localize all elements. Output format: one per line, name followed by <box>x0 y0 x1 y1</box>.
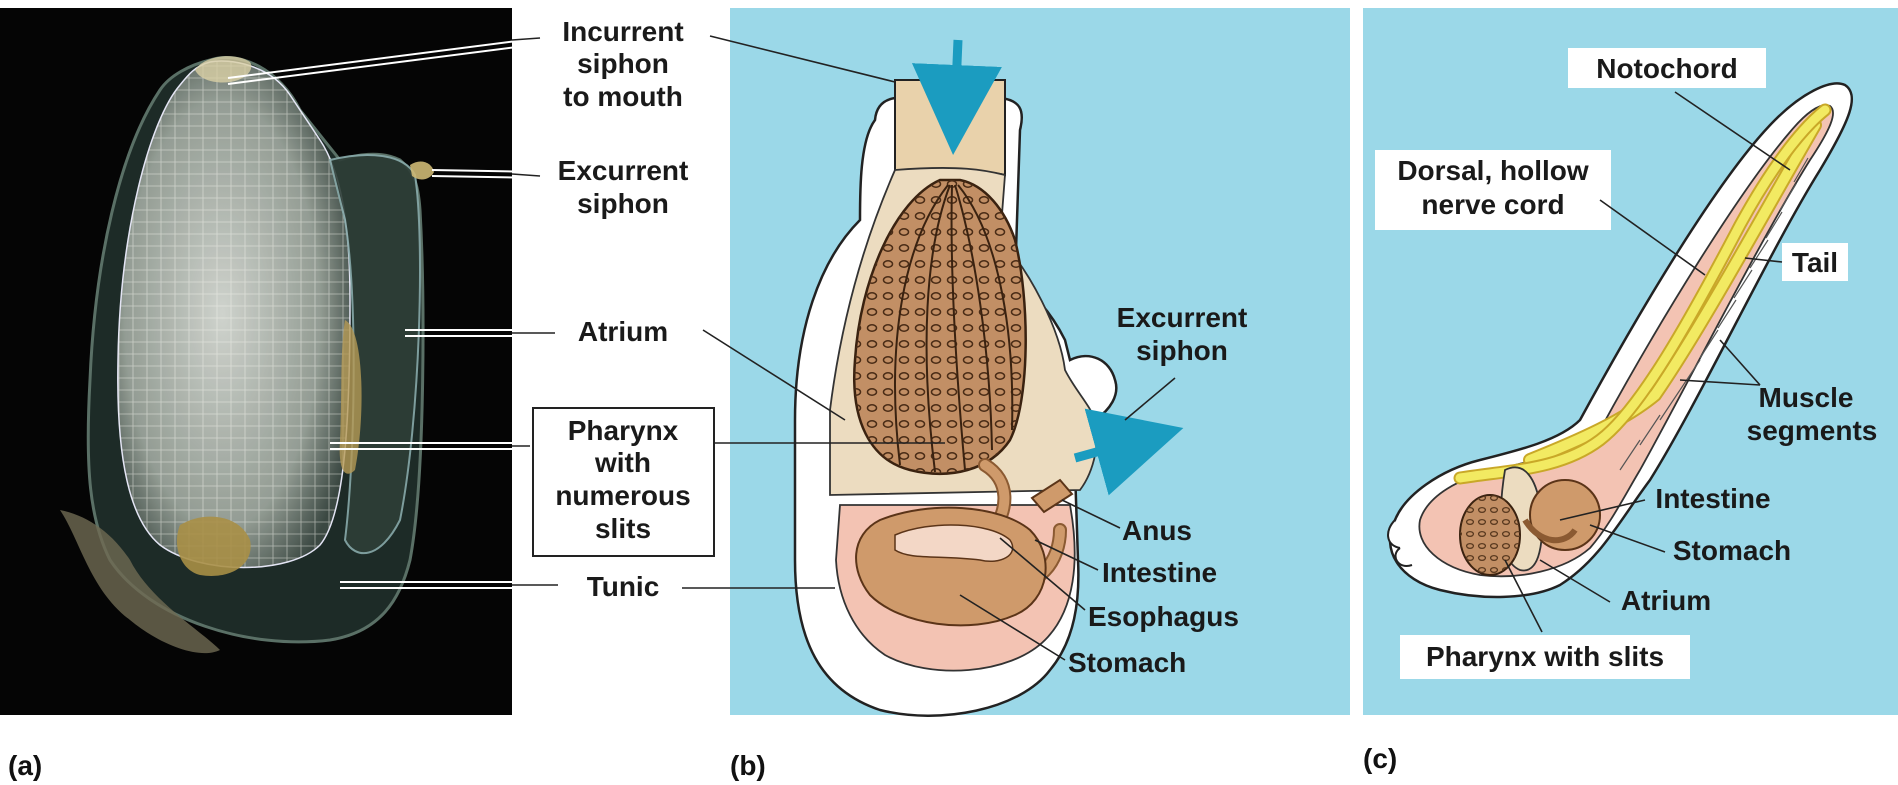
label-tunic: Tunic <box>587 571 660 602</box>
label-nerve-cord-2: nerve cord <box>1421 189 1564 220</box>
panel-a-photo <box>0 8 512 715</box>
label-muscle-2: segments <box>1747 415 1878 446</box>
label-excurrent-a-2: siphon <box>577 188 669 219</box>
label-intestine-c: Intestine <box>1655 483 1770 514</box>
label-anus: Anus <box>1122 515 1192 546</box>
label-notochord: Notochord <box>1596 53 1738 84</box>
panel-label-b: (b) <box>730 750 766 781</box>
panel-label-a: (a) <box>8 750 42 781</box>
label-pharynx-4: slits <box>595 513 651 544</box>
label-tail: Tail <box>1792 247 1838 278</box>
center-labels: Incurrent siphon to mouth Excurrent siph… <box>533 16 714 602</box>
label-pharynx-1: Pharynx <box>568 415 679 446</box>
label-muscle-1: Muscle <box>1759 382 1854 413</box>
label-stomach-c: Stomach <box>1673 535 1791 566</box>
label-pharynx-c: Pharynx with slits <box>1426 641 1664 672</box>
label-atrium: Atrium <box>578 316 668 347</box>
label-pharynx-2: with <box>594 447 651 478</box>
panel-b-diagram <box>730 8 1350 716</box>
label-incurrent-3: to mouth <box>563 81 683 112</box>
label-atrium-c: Atrium <box>1621 585 1711 616</box>
label-incurrent-1: Incurrent <box>562 16 683 47</box>
label-excurrent-b-2: siphon <box>1136 335 1228 366</box>
label-stomach-b: Stomach <box>1068 647 1186 678</box>
label-nerve-cord-1: Dorsal, hollow <box>1397 155 1589 186</box>
label-excurrent-a-1: Excurrent <box>558 155 689 186</box>
label-excurrent-b-1: Excurrent <box>1117 302 1248 333</box>
label-esophagus: Esophagus <box>1088 601 1239 632</box>
label-intestine-b: Intestine <box>1102 557 1217 588</box>
panel-label-c: (c) <box>1363 743 1397 774</box>
label-incurrent-2: siphon <box>577 48 669 79</box>
label-pharynx-3: numerous <box>555 480 690 511</box>
